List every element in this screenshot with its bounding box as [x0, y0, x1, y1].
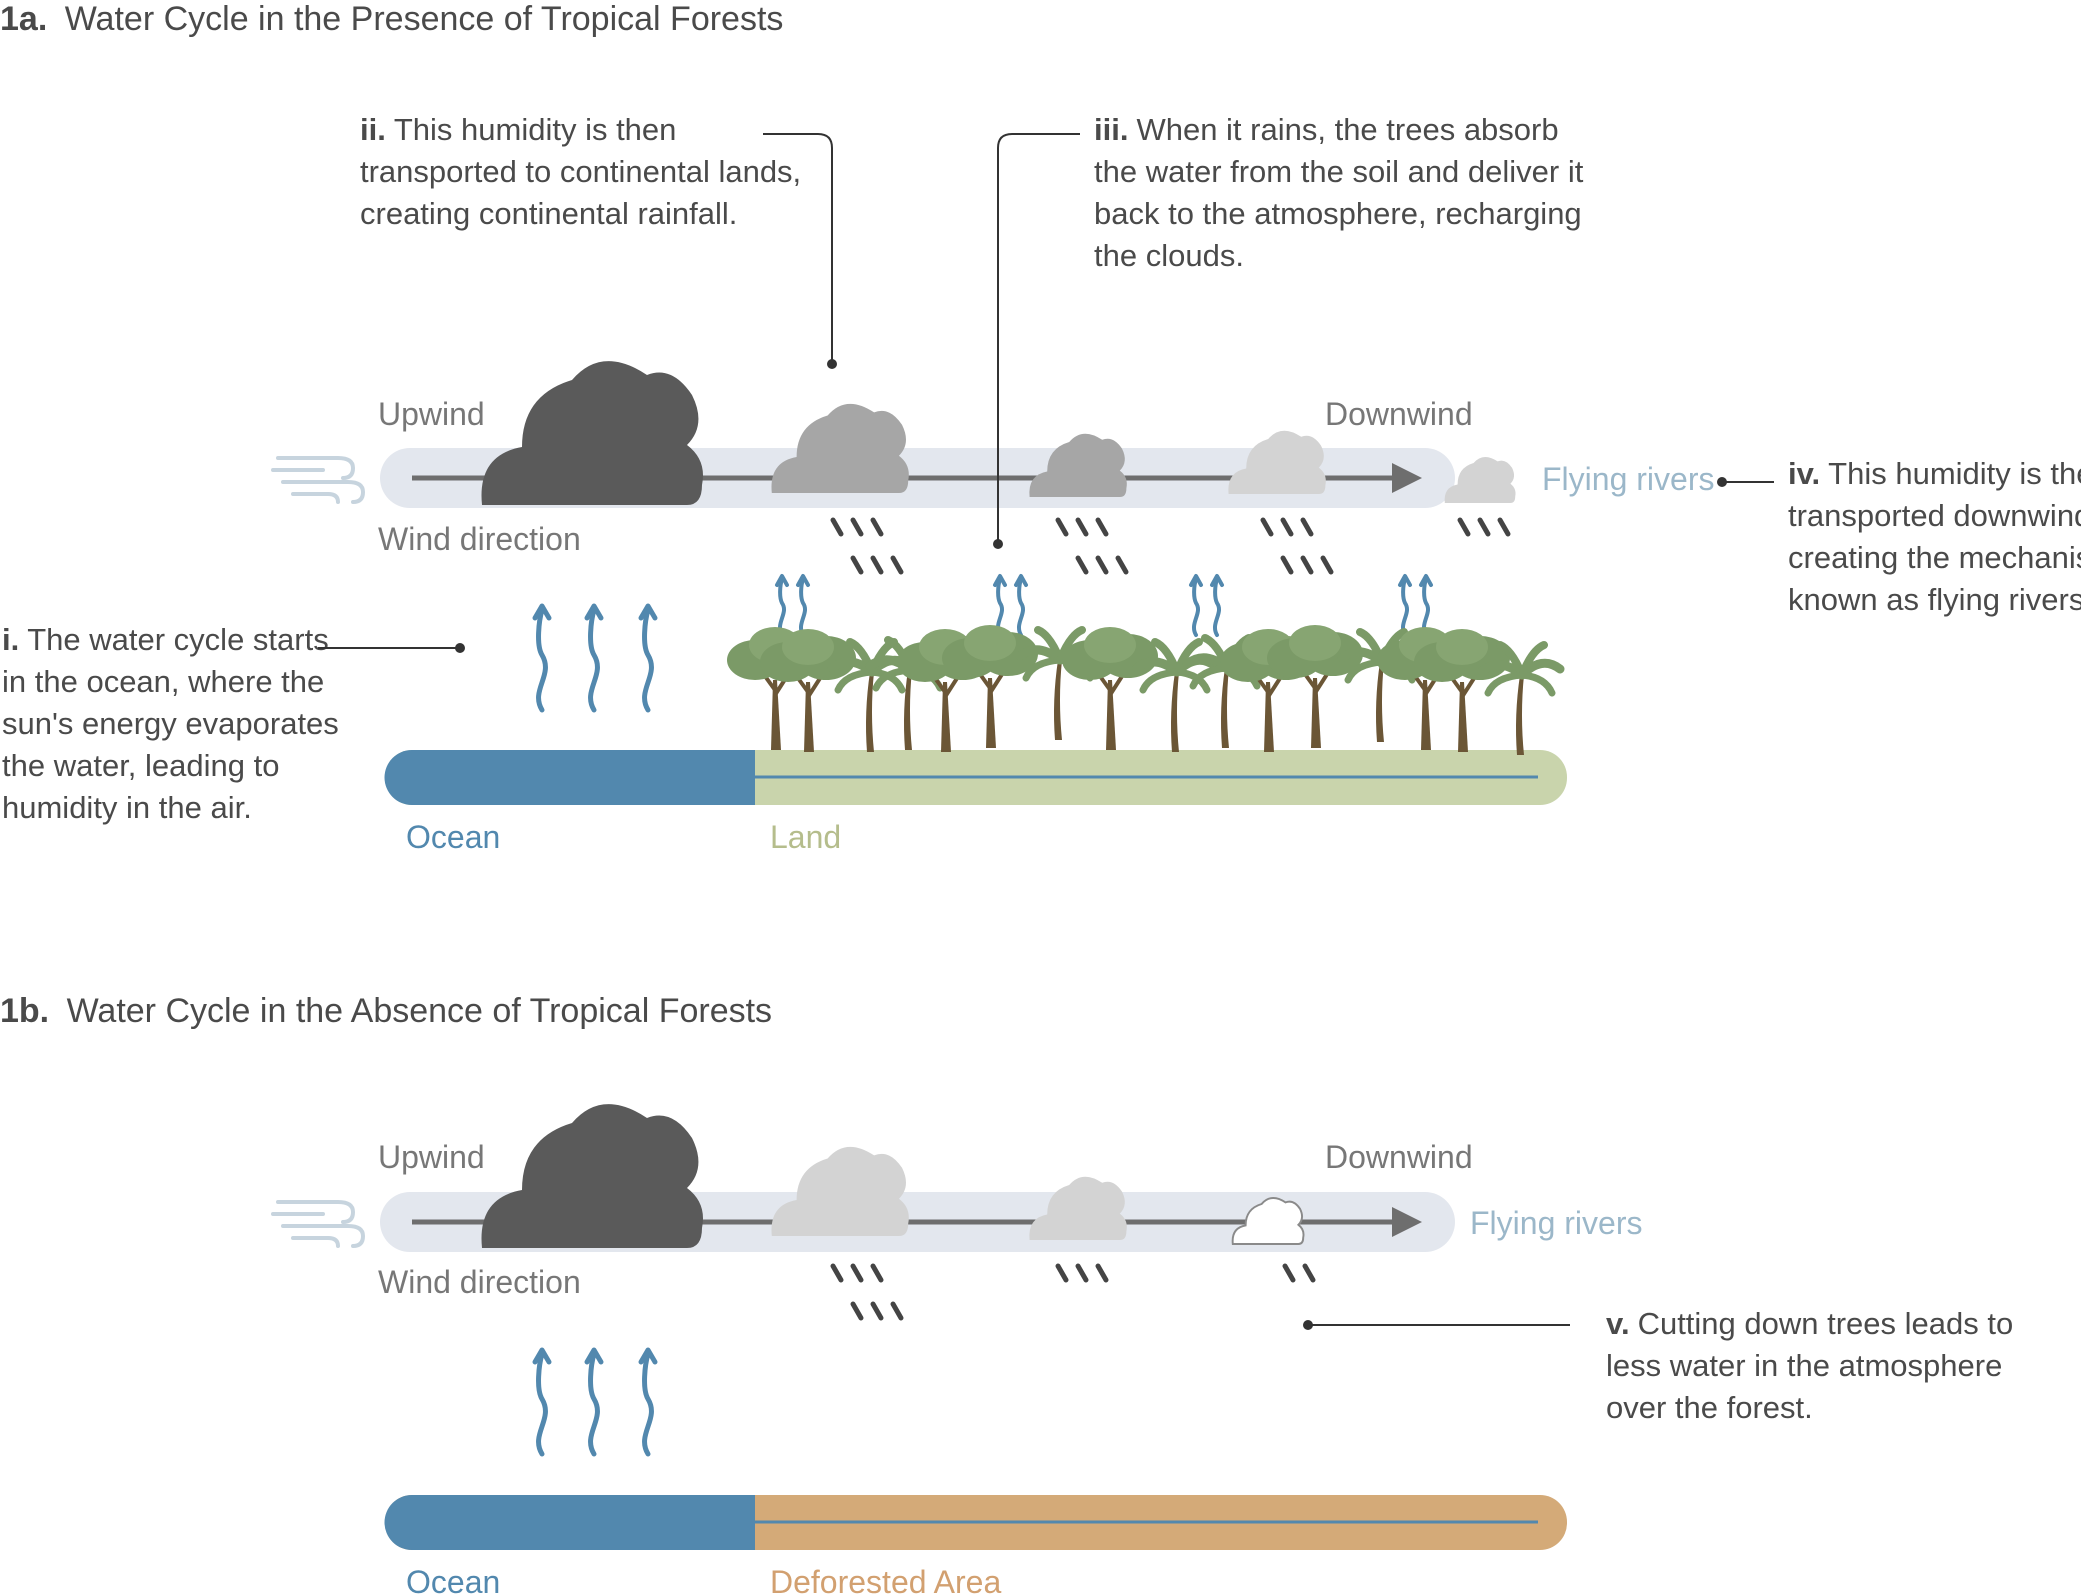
svg-text:1b. Water Cycle in the A: 1b. Water Cycle in the Absence of Tropic… [0, 992, 772, 1030]
rain-icon [833, 1266, 901, 1318]
panel-a-title: Water Cycle in the Presence of Tropical … [65, 0, 784, 38]
svg-text:transported downwind,: transported downwind, [1788, 498, 2081, 533]
evaporation-arrow-icon [587, 606, 601, 710]
ground-bar-forest [384, 750, 1567, 805]
note-i: i.The water cycle starts in the ocean, w… [2, 622, 465, 825]
wind-icon [271, 1200, 365, 1248]
svg-text:sun's energy evaporates: sun's energy evaporates [2, 706, 339, 741]
svg-text:1a. Water Cycle in the P: 1a. Water Cycle in the Presence of Tropi… [0, 0, 783, 38]
svg-text:i.The water cycle starts: i.The water cycle starts [2, 622, 329, 657]
evaporation-arrow-icon [535, 606, 549, 710]
svg-text:over the forest.: over the forest. [1606, 1390, 1813, 1425]
rain-icon [1282, 1263, 1316, 1283]
note-v: v.Cutting down trees leads to less water… [1303, 1306, 2013, 1425]
rain-icon [1263, 520, 1331, 572]
svg-text:known as flying rivers.: known as flying rivers. [1788, 582, 2081, 617]
rain-icon [1058, 520, 1126, 572]
wind-direction-label: Wind direction [378, 1264, 581, 1300]
rain-icon [1460, 520, 1508, 534]
note-iv: iv.This humidity is then transported dow… [1717, 456, 2081, 617]
upwind-label: Upwind [378, 396, 485, 432]
forest [725, 623, 1560, 755]
svg-text:the water, leading to: the water, leading to [2, 748, 279, 783]
downwind-label: Downwind [1325, 1139, 1473, 1175]
svg-text:iv.This humidity is then: iv.This humidity is then [1788, 456, 2081, 491]
svg-text:v.Cutting down trees leads to: v.Cutting down trees leads to [1606, 1306, 2013, 1341]
svg-text:ii.This humidity is then: ii.This humidity is then [360, 112, 676, 147]
svg-text:less water in the atmosphere: less water in the atmosphere [1606, 1348, 2002, 1383]
ground-bar-deforested [384, 1495, 1567, 1550]
panel-1b: 1b. Water Cycle in the Absence of Tropic… [0, 992, 2013, 1594]
note-iii: iii.When it rains, the trees absorb the … [993, 112, 1584, 549]
svg-text:the water from the soil and de: the water from the soil and deliver it [1094, 154, 1584, 189]
land-label: Land [770, 819, 841, 855]
cloud-icon [1444, 456, 1516, 503]
svg-text:creating the mechanism: creating the mechanism [1788, 540, 2081, 575]
evaporation-arrow-icon [587, 1350, 601, 1454]
panel-1a: 1a. Water Cycle in the Presence of Tropi… [0, 0, 2081, 855]
downwind-label: Downwind [1325, 396, 1473, 432]
svg-text:humidity in the air.: humidity in the air. [2, 790, 252, 825]
ocean-label: Ocean [406, 819, 500, 855]
ocean-label: Ocean [406, 1564, 500, 1594]
palm-tree-icon [1482, 645, 1560, 755]
evaporation-arrow-icon [641, 606, 655, 710]
cloud-icon [481, 361, 703, 506]
upwind-label: Upwind [378, 1139, 485, 1175]
rain-icon [1058, 1266, 1106, 1280]
note-ii: ii.This humidity is then transported to … [360, 112, 837, 369]
svg-text:iii.When it rains, the trees a: iii.When it rains, the trees absorb [1094, 112, 1559, 147]
wind-icon [271, 456, 365, 504]
wind-direction-label: Wind direction [378, 521, 581, 557]
deforested-area-label: Deforested Area [770, 1564, 1001, 1594]
panel-b-title: Water Cycle in the Absence of Tropical F… [67, 992, 772, 1030]
panel-a-title-number: 1a. [0, 0, 47, 38]
svg-text:in the ocean, where the: in the ocean, where the [2, 664, 324, 699]
svg-text:back to the atmosphere, rechar: back to the atmosphere, recharging [1094, 196, 1582, 231]
flying-rivers-label: Flying rivers [1542, 461, 1714, 497]
tree-icon [940, 623, 1040, 750]
cloud-icon [481, 1104, 703, 1248]
evaporation-arrow-icon [641, 1350, 655, 1454]
tree-icon [1265, 623, 1365, 750]
svg-text:transported to continental lan: transported to continental lands, [360, 154, 801, 189]
svg-text:the clouds.: the clouds. [1094, 238, 1244, 273]
transpiration-arrows [775, 574, 1433, 637]
cloud-icon [771, 1146, 909, 1236]
flying-rivers-label: Flying rivers [1470, 1205, 1642, 1241]
svg-text:creating continental rainfall.: creating continental rainfall. [360, 196, 737, 231]
rain-icon [833, 520, 901, 572]
evaporation-arrow-icon [535, 1350, 549, 1454]
panel-b-title-number: 1b. [0, 992, 49, 1030]
